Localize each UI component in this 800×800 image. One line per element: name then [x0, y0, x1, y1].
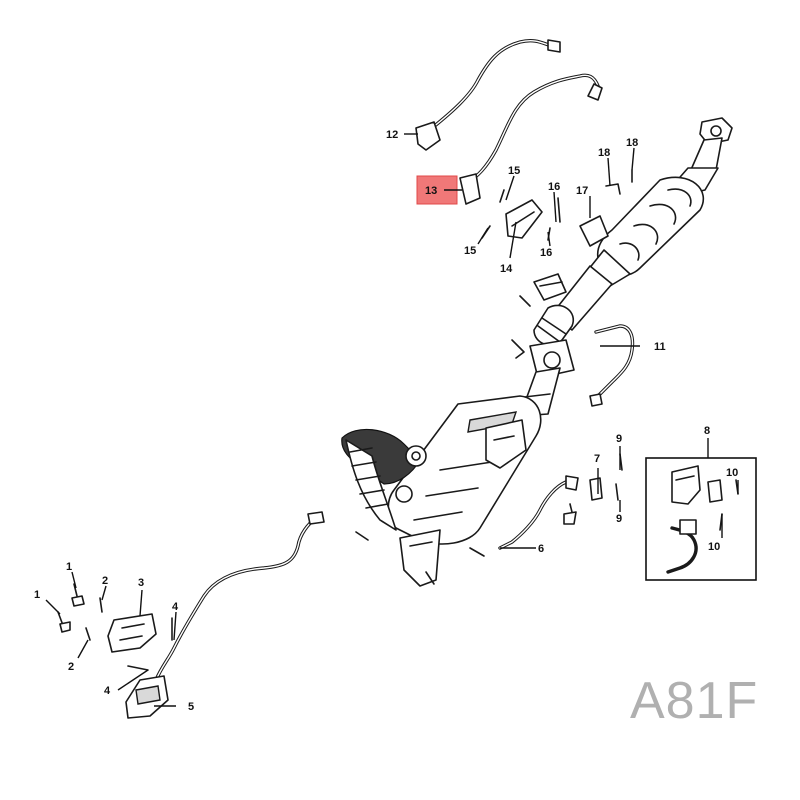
callout-13: 13 — [425, 185, 437, 197]
callout-14: 14 — [500, 263, 513, 275]
callout-3: 3 — [138, 577, 144, 589]
leader-lines — [45, 133, 739, 707]
callout-numbers: 1 1 2 2 3 4 4 5 6 7 8 9 9 10 10 11 12 13… — [34, 129, 738, 713]
callout-9a: 9 — [616, 433, 622, 445]
callout-12: 12 — [386, 129, 398, 141]
callout-16a: 16 — [548, 181, 560, 193]
callout-15b: 15 — [464, 245, 476, 257]
group-8-box — [645, 457, 757, 581]
callout-15a: 15 — [508, 165, 520, 177]
callout-11: 11 — [654, 341, 666, 353]
callout-10b: 10 — [708, 541, 720, 553]
callout-1a: 1 — [66, 561, 72, 573]
catalytic-converter — [587, 117, 733, 287]
callout-4b: 4 — [104, 685, 111, 697]
callout-17: 17 — [576, 185, 588, 197]
callout-2a: 2 — [102, 575, 108, 587]
diagram-code-label: A81F — [630, 672, 758, 730]
callout-7: 7 — [594, 453, 600, 465]
callout-16b: 16 — [540, 247, 552, 259]
sensor-6-harness — [498, 475, 579, 550]
callout-8: 8 — [704, 425, 710, 437]
lower-left-fasteners — [57, 583, 173, 671]
callout-6: 6 — [538, 543, 544, 555]
sensor-5-harness — [125, 511, 325, 719]
callout-2b: 2 — [68, 661, 74, 673]
particulate-filter-assembly — [341, 395, 542, 587]
callout-18b: 18 — [626, 137, 638, 149]
upper-sensor-harnesses — [415, 38, 603, 205]
callout-10a: 10 — [726, 467, 738, 479]
intermediate-pipe — [511, 265, 613, 417]
callout-1b: 1 — [34, 589, 40, 601]
callout-4a: 4 — [172, 601, 179, 613]
callout-9b: 9 — [616, 513, 622, 525]
sensor-11-harness — [589, 324, 635, 407]
callout-5: 5 — [188, 701, 194, 713]
callout-18a: 18 — [598, 147, 610, 159]
